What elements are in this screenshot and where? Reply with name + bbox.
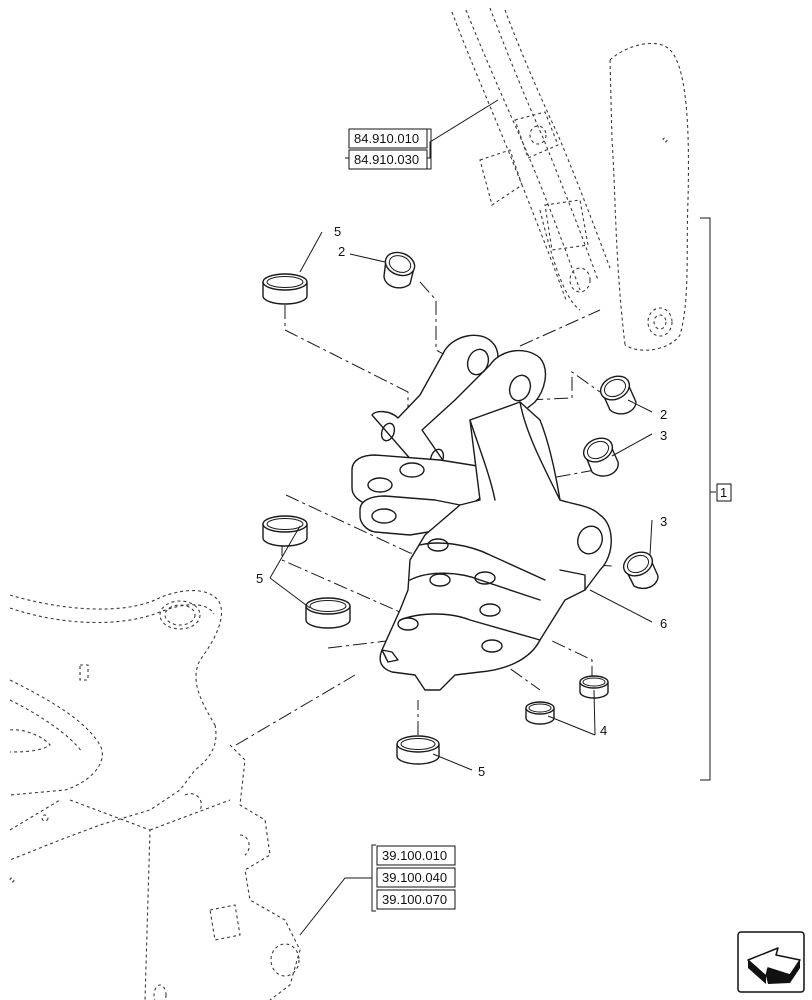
- callout-6: 6: [660, 616, 667, 631]
- ref-link-84-910-010[interactable]: 84.910.010: [354, 131, 419, 146]
- bushing-4-right: [579, 675, 609, 699]
- frame-ghost: [9, 589, 301, 1000]
- callout-3-lower: 3: [660, 514, 667, 529]
- bushing-2-right: [599, 375, 637, 415]
- ref-link-84-910-030[interactable]: 84.910.030: [354, 152, 419, 167]
- boom-ghost: [451, 7, 690, 351]
- leader-lines: [269, 99, 716, 936]
- callout-2-right: 2: [660, 407, 667, 422]
- bushing-5-bottom: [396, 735, 440, 765]
- callout-2-top: 2: [338, 244, 345, 259]
- bushing-2-top: [383, 251, 416, 289]
- callout-1-box: [716, 483, 732, 502]
- callout-5-top: 5: [334, 224, 341, 239]
- bushing-5-low-left: [305, 597, 351, 629]
- bushing-5-mid-left: [262, 515, 308, 547]
- bushing-4-left: [525, 701, 555, 725]
- callout-4: 4: [600, 723, 607, 738]
- callout-3-upper: 3: [660, 428, 667, 443]
- swing-bracket: [351, 334, 612, 691]
- bushing-3-upper: [582, 437, 619, 477]
- bushing-5-top: [262, 273, 308, 305]
- callout-1: 1: [720, 485, 727, 500]
- reference-group-bottom: 39.100.010 39.100.040 39.100.070: [371, 844, 456, 912]
- callout-5-bottom: 5: [478, 764, 485, 779]
- ref-link-39-100-010[interactable]: 39.100.010: [382, 848, 447, 863]
- callouts: 5 2 2 3 3 6 5 4 5 1: [256, 224, 732, 779]
- callout-5-left: 5: [256, 571, 263, 586]
- reference-group-top: 84.910.010 84.910.030: [348, 128, 432, 170]
- arrow-icon[interactable]: [737, 931, 805, 993]
- ref-link-39-100-040[interactable]: 39.100.040: [382, 870, 447, 885]
- bushing-3-lower: [622, 551, 659, 590]
- ref-link-39-100-070[interactable]: 39.100.070: [382, 892, 447, 907]
